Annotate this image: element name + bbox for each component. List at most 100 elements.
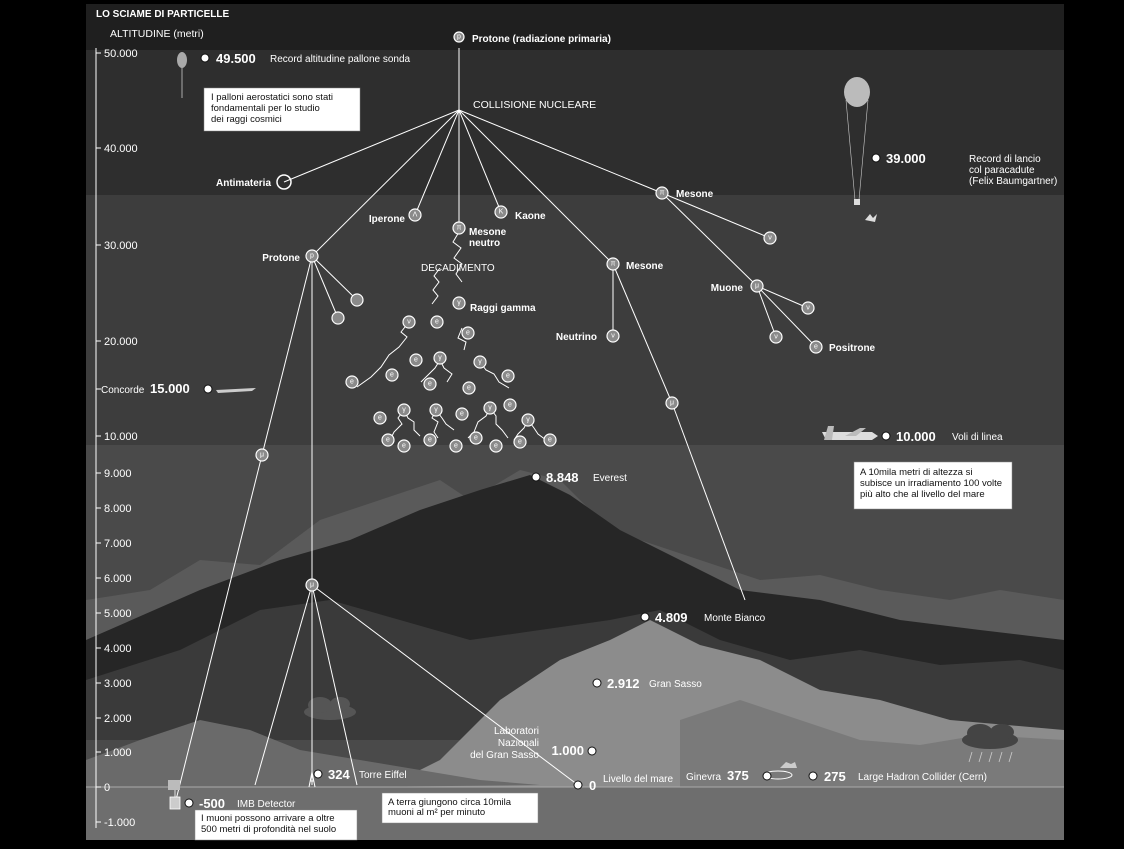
svg-text:e: e: [518, 439, 522, 446]
marker-value: 0: [589, 778, 596, 793]
axis-tick-label: 6.000: [104, 573, 132, 585]
parachute-balloon-icon: [844, 77, 877, 222]
particle: ν: [606, 329, 620, 343]
particle: e: [423, 377, 437, 391]
svg-text:ν: ν: [774, 334, 778, 341]
primary-proton-label: Protone (radiazione primaria): [472, 34, 611, 45]
particle: K: [494, 205, 508, 219]
particle: e: [381, 433, 395, 447]
marker-label: Ginevra: [686, 772, 721, 783]
particle: μ: [305, 578, 319, 592]
svg-text:e: e: [386, 437, 390, 444]
particle: ν: [801, 301, 815, 315]
marker-value: 4.809: [655, 610, 688, 625]
svg-text:e: e: [506, 373, 510, 380]
svg-text:π: π: [660, 190, 665, 197]
particle: e: [469, 431, 483, 445]
svg-text:ν: ν: [407, 319, 411, 326]
cloud-left: [304, 697, 356, 720]
particle: e: [543, 433, 557, 447]
particle: e: [345, 375, 359, 389]
sky-mid: [86, 195, 1064, 445]
svg-text:e: e: [350, 379, 354, 386]
hills-left: [86, 720, 540, 790]
marker-value: 1.000: [551, 743, 584, 758]
svg-text:e: e: [378, 415, 382, 422]
particle: γ: [433, 351, 447, 365]
particle: γ: [483, 401, 497, 415]
svg-text:μ: μ: [310, 582, 314, 589]
marker-label: Large Hadron Collider (Cern): [858, 772, 987, 783]
particle: [276, 174, 292, 190]
marker-value: 375: [727, 768, 749, 783]
particle: e: [461, 326, 475, 340]
svg-text:e: e: [508, 402, 512, 409]
particle: μ: [750, 279, 764, 293]
svg-text:e: e: [474, 435, 478, 442]
particle: π: [606, 257, 620, 271]
svg-text:e: e: [494, 443, 498, 450]
particle: e: [513, 435, 527, 449]
svg-text:γ: γ: [488, 405, 492, 412]
svg-text:K: K: [499, 209, 504, 216]
axis-label: ALTITUDINE (metri): [110, 28, 204, 40]
meson-right-label: Mesone: [676, 189, 714, 200]
airliner-icon: [822, 426, 878, 440]
svg-text:π: π: [611, 261, 616, 268]
neutrino-label: Neutrino: [556, 332, 597, 343]
particle: ν: [769, 330, 783, 344]
particle-labels: Protone (radiazione primaria) COLLISIONE…: [216, 34, 876, 354]
positron-label: Positrone: [829, 343, 876, 354]
marker-label: Gran Sasso: [649, 679, 702, 690]
infographic-title: LO SCIAME DI PARTICELLE: [96, 9, 229, 20]
marker-value: 324: [328, 767, 350, 782]
gamma-label: Raggi gamma: [470, 303, 536, 314]
particle: e: [455, 407, 469, 421]
svg-text:γ: γ: [526, 417, 530, 424]
axis-tick-label: 20.000: [104, 336, 138, 348]
svg-text:e: e: [428, 437, 432, 444]
marker-label: Torre Eiffel: [359, 770, 407, 781]
axis-tick-label: 8.000: [104, 503, 132, 515]
axis-tick-label: 4.000: [104, 643, 132, 655]
particle: e: [430, 315, 444, 329]
axis-tick-label: 0: [104, 782, 110, 794]
particle: ν: [402, 315, 416, 329]
axis-tick-label: 3.000: [104, 678, 132, 690]
marker-value: 10.000: [896, 429, 936, 444]
svg-text:e: e: [390, 372, 394, 379]
axis-tick-label: 7.000: [104, 538, 132, 550]
svg-text:e: e: [435, 319, 439, 326]
marker-value: 39.000: [886, 151, 926, 166]
cloud-rain-right: [962, 724, 1018, 763]
svg-text:e: e: [466, 330, 470, 337]
altitude-marker: Ginevra 375: [686, 768, 772, 783]
particle: [331, 311, 345, 325]
marker-label: Voli di linea: [952, 432, 1003, 443]
collision-label: COLLISIONE NUCLEARE: [473, 99, 596, 111]
muon-label: Muone: [711, 283, 744, 294]
svg-text:ν: ν: [611, 333, 615, 340]
particle: π: [655, 186, 669, 200]
svg-text:γ: γ: [434, 407, 438, 414]
axis-tick-label: -1.000: [104, 817, 135, 829]
altitude-marker: 324 Torre Eiffel: [313, 767, 407, 782]
svg-text:e: e: [548, 437, 552, 444]
svg-text:e: e: [460, 411, 464, 418]
particle: ν: [763, 231, 777, 245]
